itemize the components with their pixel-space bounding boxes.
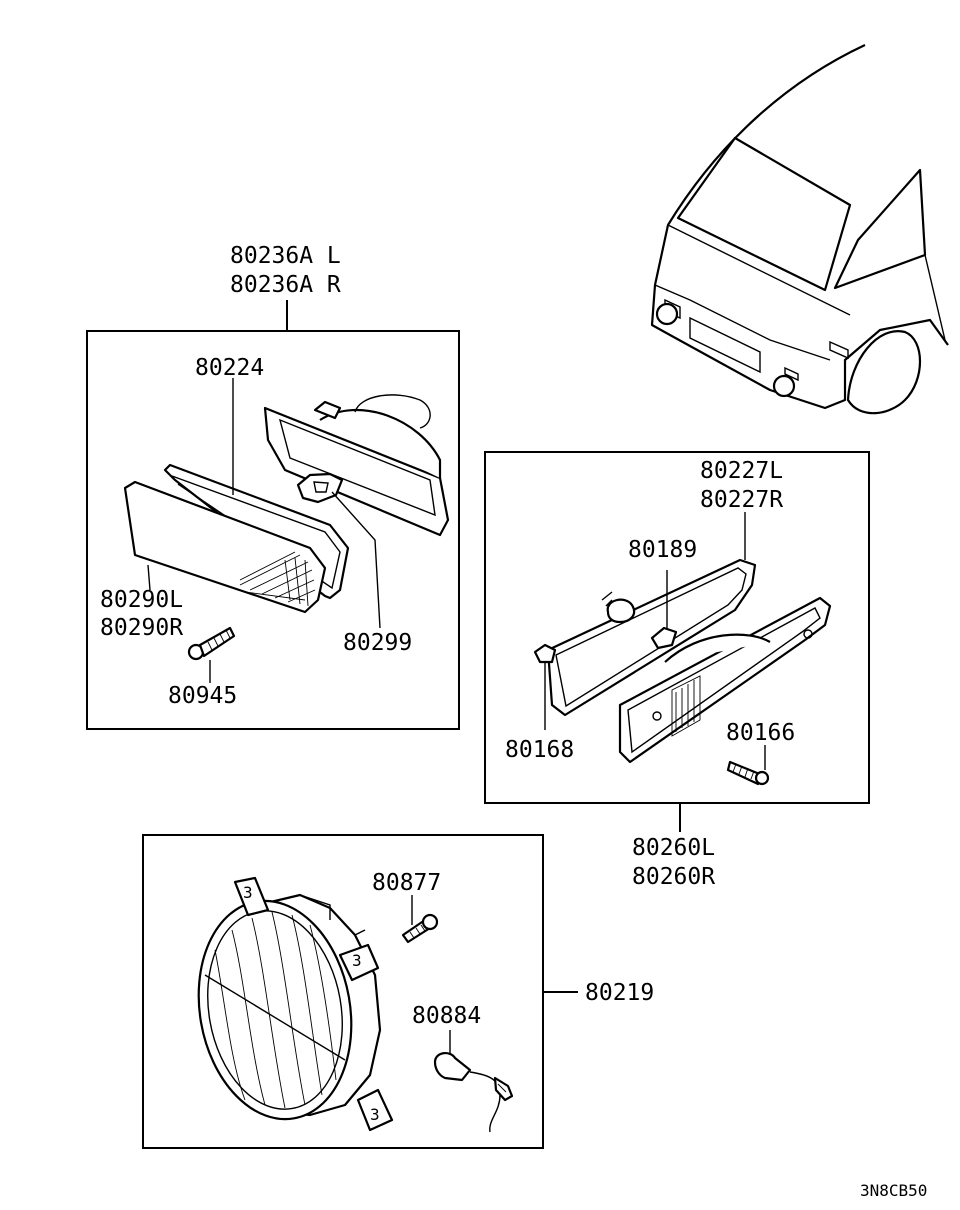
- screw-80945: [187, 626, 236, 661]
- label-80227r: 80227R: [700, 487, 783, 513]
- label-80945: 80945: [168, 683, 237, 709]
- label-80224: 80224: [195, 355, 264, 381]
- lamp-housing-upper: [263, 394, 450, 537]
- drawing-code: 3N8CB50: [860, 1181, 927, 1200]
- harness-80884: [433, 1052, 514, 1133]
- tab-mark-top: 3: [243, 883, 253, 902]
- label-80290l: 80290L: [100, 587, 183, 613]
- fog-lamp-tab-bottom: [356, 1088, 394, 1132]
- screw-80877: [401, 913, 439, 944]
- label-80236a-l: 80236A L: [230, 243, 341, 269]
- label-80219: 80219: [585, 980, 654, 1006]
- fog-lamp-80219: 3 3 3: [197, 876, 394, 1132]
- label-80227l: 80227L: [700, 458, 783, 484]
- label-80168: 80168: [505, 737, 574, 763]
- socket-side: [650, 626, 678, 650]
- fog-lamp-tab-right: [338, 943, 380, 982]
- label-80189: 80189: [628, 537, 697, 563]
- vehicle-fog-lamp-right: [772, 374, 796, 398]
- tab-mark-bottom: 3: [370, 1105, 380, 1124]
- assembly-80236a-group: 80236A L 80236A R 80299 80224 80290: [86, 243, 460, 730]
- assembly-80219-group: 80219 3 3 3 80877: [142, 834, 654, 1149]
- label-80236a-r: 80236A R: [230, 272, 341, 298]
- label-80260r: 80260R: [632, 864, 715, 890]
- vehicle-wheel: [846, 330, 922, 415]
- label-80299: 80299: [343, 630, 412, 656]
- vehicle-fog-lamp-left: [655, 302, 679, 326]
- socket-80299: [296, 472, 344, 504]
- vehicle-sketch: [650, 44, 949, 415]
- label-80884: 80884: [412, 1003, 481, 1029]
- label-80166: 80166: [726, 720, 795, 746]
- clip-80168: [533, 643, 557, 664]
- bulb-80189: [601, 591, 636, 624]
- assembly-80260-group: 80260L 80260R 80227L 80227R 80189: [484, 451, 870, 890]
- side-lamp-lens: [618, 596, 832, 764]
- label-80260l: 80260L: [632, 835, 715, 861]
- assembly-80260-box: [484, 451, 870, 804]
- screw-80166: [726, 760, 770, 786]
- fog-lamp-tab-top: [233, 876, 270, 917]
- assembly-80236a-box: [86, 330, 460, 730]
- tab-mark-right: 3: [352, 951, 362, 970]
- label-80877: 80877: [372, 870, 441, 896]
- label-80290r: 80290R: [100, 615, 183, 641]
- lens-80290: [123, 480, 327, 614]
